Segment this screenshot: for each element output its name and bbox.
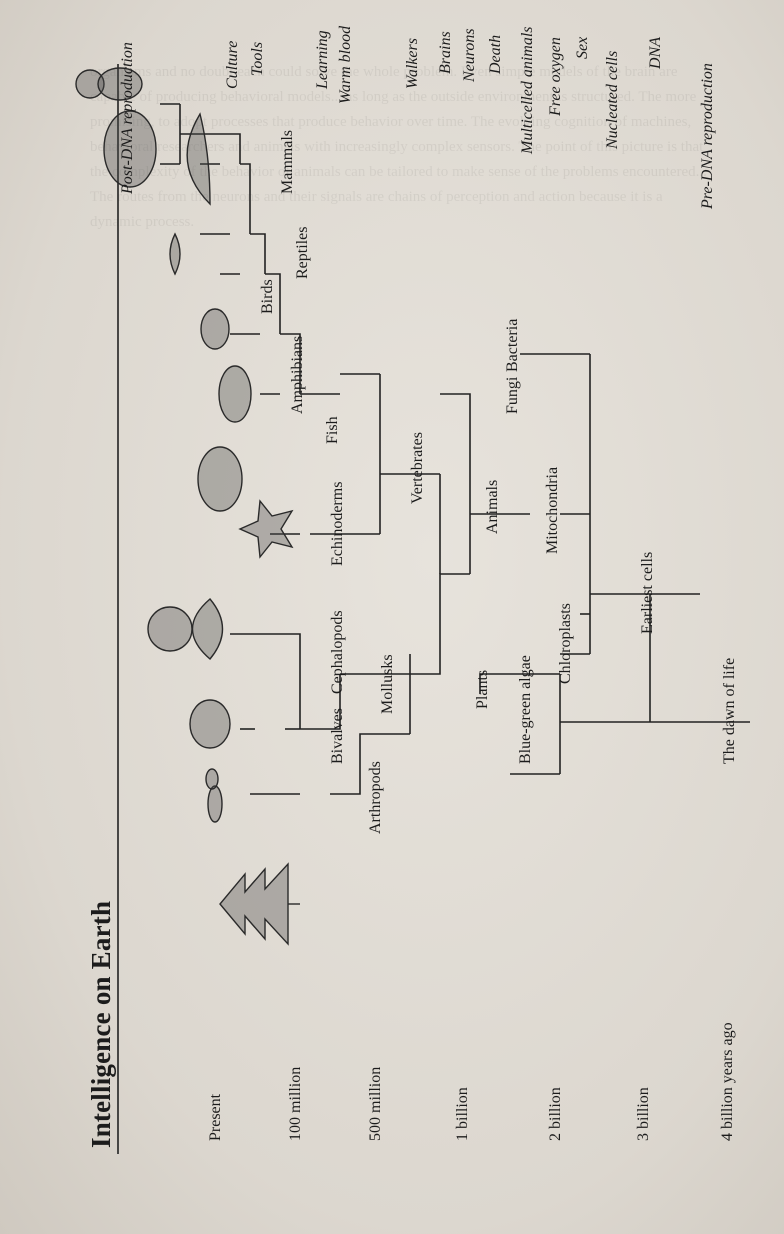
bleed-through-text: organisms and no doubt each could solve … bbox=[90, 64, 711, 230]
trait-item: Learning bbox=[314, 30, 331, 89]
trait-item: Culture bbox=[224, 40, 241, 89]
taxon-vertebrates: Vertebrates bbox=[409, 432, 426, 504]
taxon-earliest-cells: Earliest cells bbox=[639, 551, 656, 634]
taxon-fungi: Fungi bbox=[504, 376, 521, 414]
taxon-blue-green-algae: Blue-green algae bbox=[517, 655, 534, 764]
trait-item: Warm blood bbox=[337, 25, 354, 104]
taxon-arthropods: Arthropods bbox=[367, 761, 384, 834]
trait-bottom: Pre-DNA reproduction bbox=[699, 63, 716, 209]
taxon-dawn-of-life: The dawn of life bbox=[721, 657, 738, 764]
time-tick: Present bbox=[207, 1093, 224, 1141]
taxon-plants: Plants bbox=[474, 669, 491, 709]
time-tick: 4 billion years ago bbox=[719, 1022, 736, 1141]
tree-sketch bbox=[219, 862, 289, 946]
trait-item: Death bbox=[487, 34, 504, 74]
taxon-mammals: Mammals bbox=[279, 130, 296, 194]
taxon-cephalopods: Cephalopods bbox=[329, 610, 346, 694]
figure-title: Intelligence on Earth bbox=[86, 900, 116, 1148]
taxon-amphibians: Amphibians bbox=[289, 335, 306, 414]
taxon-reptiles: Reptiles bbox=[294, 226, 311, 279]
taxon-animals: Animals bbox=[484, 479, 501, 534]
trait-item: Free oxygen bbox=[547, 37, 564, 116]
taxon-mollusks: Mollusks bbox=[379, 654, 396, 714]
trait-item: Neurons bbox=[461, 28, 478, 82]
taxon-fish: Fish bbox=[324, 416, 341, 444]
trait-item: Sex bbox=[574, 36, 591, 59]
trait-item: Multicelled animals bbox=[519, 26, 536, 154]
taxon-bacteria: Bacteria bbox=[504, 318, 521, 372]
time-tick: 500 million bbox=[367, 1066, 384, 1141]
time-tick: 1 billion bbox=[454, 1087, 471, 1141]
trait-item: Brains bbox=[437, 31, 454, 74]
taxon-echinoderms: Echinoderms bbox=[329, 481, 346, 566]
taxon-bivalves: Bivalves bbox=[329, 708, 346, 764]
trait-item: DNA bbox=[647, 37, 664, 69]
trait-item: Nucleated cells bbox=[604, 50, 621, 149]
trait-top: Post-DNA reproduction bbox=[119, 42, 136, 194]
trait-item: Tools bbox=[249, 41, 266, 76]
time-tick: 100 million bbox=[287, 1066, 304, 1141]
taxon-mitochondria: Mitochondria bbox=[544, 466, 561, 554]
time-tick: 3 billion bbox=[635, 1087, 652, 1141]
time-tick: 2 billion bbox=[547, 1087, 564, 1141]
taxon-chloroplasts: Chloroplasts bbox=[557, 603, 574, 684]
trait-item: Walkers bbox=[404, 38, 421, 89]
taxon-birds: Birds bbox=[259, 279, 276, 314]
